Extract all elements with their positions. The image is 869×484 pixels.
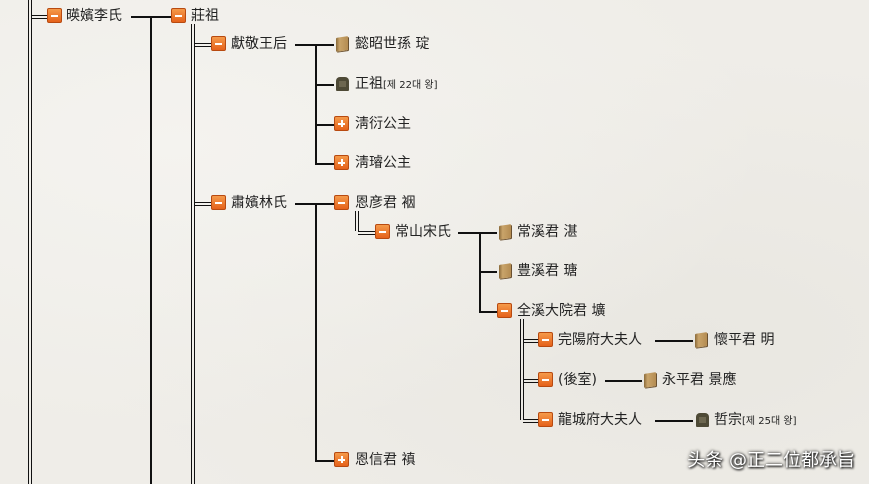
spouse-line <box>28 0 32 484</box>
descent-line <box>295 203 334 205</box>
descent-line <box>150 16 152 484</box>
node-sangsan[interactable]: 常山宋氏 <box>395 224 451 240</box>
king-icon <box>336 77 349 91</box>
spouse-line <box>523 379 538 383</box>
spouse-line <box>194 202 211 206</box>
node-name: 哲宗 <box>714 412 742 428</box>
descent-line <box>479 271 497 273</box>
node-wanyang[interactable]: 完陽府大夫人 <box>558 332 642 348</box>
expand-button[interactable] <box>334 116 349 131</box>
node-jeongye[interactable]: 全溪大院君 壙 <box>517 303 606 319</box>
collapse-button[interactable] <box>334 195 349 210</box>
descent-line <box>315 460 334 462</box>
descent-line <box>655 420 693 422</box>
king-tag: [제 25대 왕] <box>742 416 797 427</box>
spouse-line <box>194 43 211 47</box>
spouse-line <box>355 211 359 231</box>
collapse-button[interactable] <box>47 8 62 23</box>
descent-line <box>458 232 497 234</box>
node-sukbin[interactable]: 肅嬪林氏 <box>231 195 287 211</box>
spouse-line <box>523 339 538 343</box>
descent-line <box>655 340 693 342</box>
descent-line <box>295 44 334 46</box>
spouse-line <box>191 24 195 484</box>
book-icon <box>336 36 348 52</box>
spouse-line <box>31 15 47 19</box>
collapse-button[interactable] <box>538 332 553 347</box>
node-yeongpyeong[interactable]: 永平君 景應 <box>662 372 737 388</box>
descent-line <box>605 380 642 382</box>
expand-button[interactable] <box>334 452 349 467</box>
collapse-button[interactable] <box>375 224 390 239</box>
node-jangjo[interactable]: 莊祖 <box>191 8 219 24</box>
descent-line <box>315 44 317 164</box>
descent-line <box>315 163 334 165</box>
node-hoepyeong[interactable]: 懷平君 明 <box>714 332 775 348</box>
node-cheongyeon[interactable]: 淸衍公主 <box>355 116 411 132</box>
collapse-button[interactable] <box>497 303 512 318</box>
node-jeongjo[interactable]: 正祖[제 22대 왕] <box>355 75 438 95</box>
collapse-button[interactable] <box>211 36 226 51</box>
descent-line <box>479 311 497 313</box>
spouse-line <box>520 319 524 420</box>
collapse-button[interactable] <box>538 412 553 427</box>
descent-line <box>315 84 334 86</box>
collapse-button[interactable] <box>211 195 226 210</box>
descent-line <box>315 203 317 461</box>
book-icon <box>499 263 511 279</box>
king-tag: [제 22대 왕] <box>383 80 438 91</box>
node-sanggye[interactable]: 常溪君 湛 <box>517 224 578 240</box>
watermark: 头条 @正二位都承旨 <box>687 450 855 471</box>
descent-line <box>315 124 334 126</box>
node-uiso[interactable]: 懿昭世孫 琔 <box>355 36 430 52</box>
node-punggye[interactable]: 豊溪君 瑭 <box>517 263 578 279</box>
node-eunsin[interactable]: 恩信君 禛 <box>355 452 416 468</box>
spouse-line <box>523 419 538 423</box>
book-icon <box>695 332 707 348</box>
expand-button[interactable] <box>334 155 349 170</box>
book-icon <box>499 224 511 240</box>
node-yongseong[interactable]: 龍城府大夫人 <box>558 412 642 428</box>
node-cheoljong[interactable]: 哲宗[제 25대 왕] <box>714 411 797 431</box>
collapse-button[interactable] <box>171 8 186 23</box>
node-husil[interactable]: (後室) <box>558 372 597 388</box>
king-icon <box>696 413 709 427</box>
node-cheongseon[interactable]: 淸璿公主 <box>355 155 411 171</box>
node-heongyeong[interactable]: 獻敬王后 <box>231 36 287 52</box>
node-name: 正祖 <box>355 76 383 92</box>
book-icon <box>644 372 656 388</box>
spouse-line <box>358 231 375 235</box>
collapse-button[interactable] <box>538 372 553 387</box>
node-eunun[interactable]: 恩彦君 裀 <box>355 195 416 211</box>
node-yeongbin[interactable]: 暎嬪李氏 <box>66 8 122 24</box>
